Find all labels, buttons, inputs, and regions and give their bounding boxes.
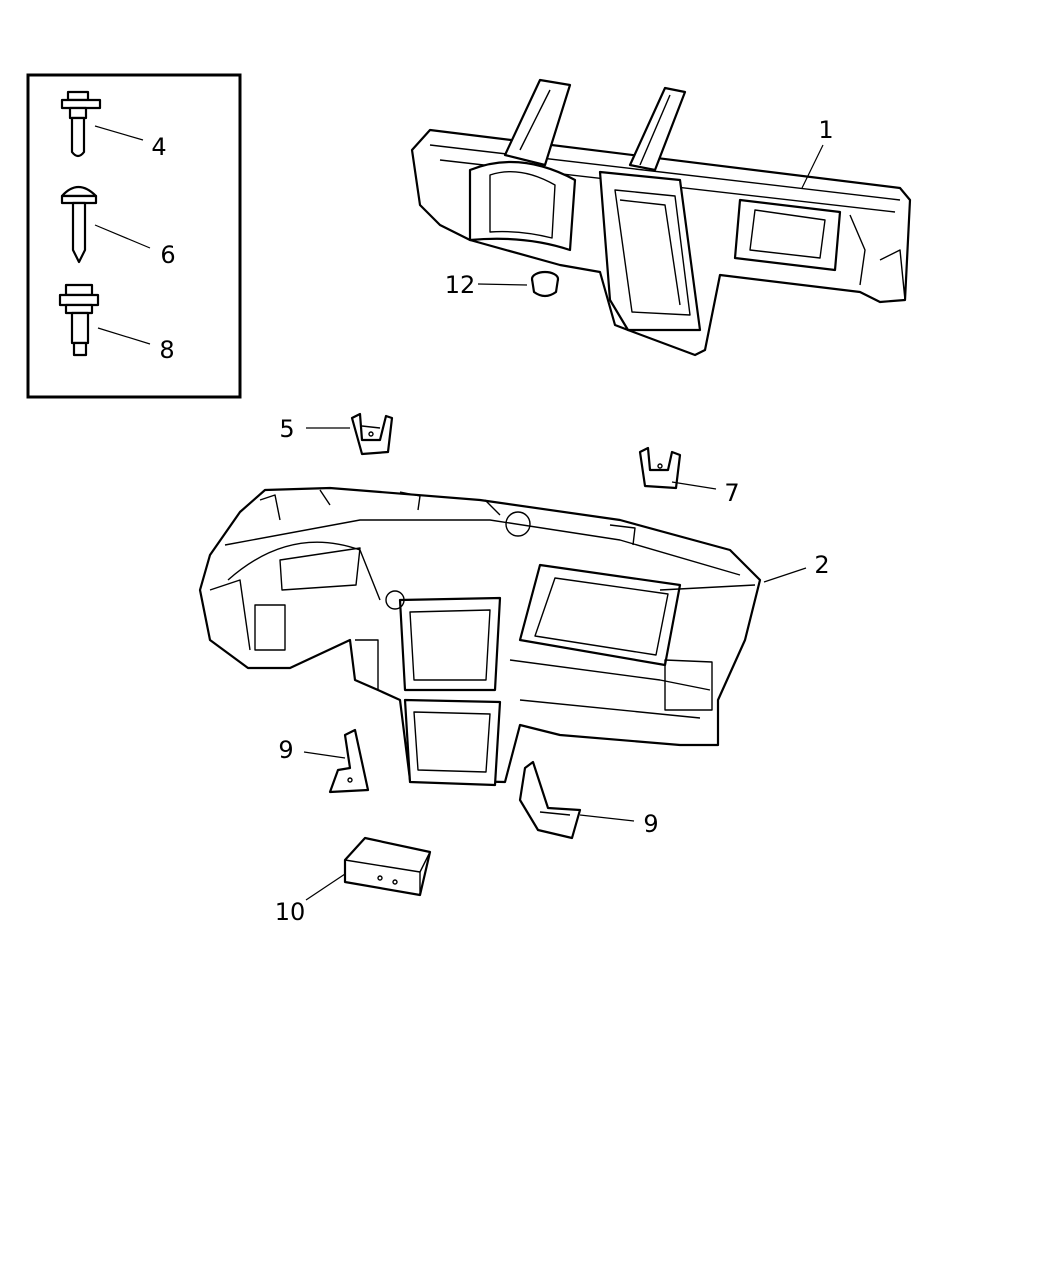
screw-6[interactable] xyxy=(60,185,98,264)
callout-6: 6 xyxy=(160,241,175,269)
cross-car-beam-1[interactable] xyxy=(410,78,912,357)
leader-6 xyxy=(94,224,151,249)
bracket-7[interactable] xyxy=(638,446,682,490)
leader-9b xyxy=(579,814,635,822)
module-10[interactable] xyxy=(343,836,432,897)
callout-7: 7 xyxy=(724,479,739,507)
leader-1 xyxy=(801,144,824,189)
callout-8: 8 xyxy=(159,336,174,364)
callout-1: 1 xyxy=(818,116,833,144)
leader-9a xyxy=(303,751,346,759)
callout-9-right: 9 xyxy=(643,810,658,838)
leader-8 xyxy=(97,327,151,345)
bracket-9-right[interactable] xyxy=(518,760,582,840)
fastener-inset-box xyxy=(26,73,242,399)
leader-4 xyxy=(94,125,144,141)
bolt-8[interactable] xyxy=(58,283,100,357)
bolt-4[interactable] xyxy=(60,90,102,158)
bracket-5[interactable] xyxy=(350,412,394,456)
leader-12 xyxy=(477,283,528,286)
bracket-9-left[interactable] xyxy=(328,728,370,794)
leader-2 xyxy=(763,567,807,583)
callout-9-left: 9 xyxy=(278,736,293,764)
instrument-panel-2[interactable] xyxy=(198,486,762,787)
callout-4: 4 xyxy=(151,133,166,161)
callout-5: 5 xyxy=(279,415,294,443)
leader-7 xyxy=(671,481,717,490)
callout-2: 2 xyxy=(814,551,829,579)
callout-12: 12 xyxy=(445,271,476,299)
leader-10 xyxy=(305,873,346,901)
callout-10: 10 xyxy=(275,898,306,926)
plug-12[interactable] xyxy=(530,270,560,298)
